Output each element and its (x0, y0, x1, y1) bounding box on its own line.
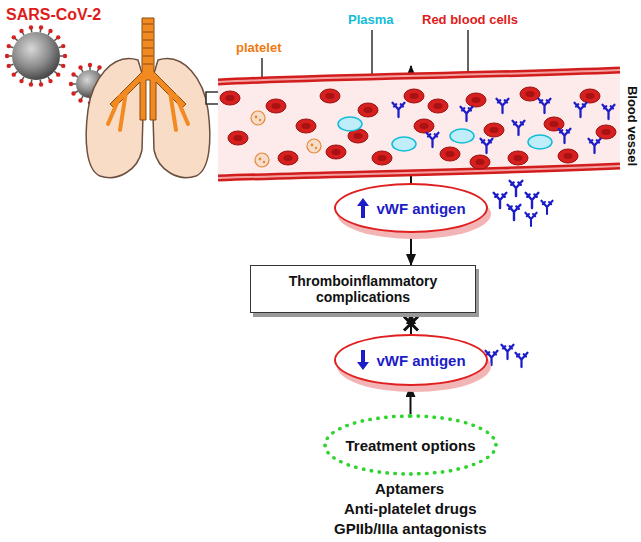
virus-spike-tip (29, 25, 33, 29)
vwf-ellipse: vWF antigen (334, 183, 488, 233)
node-text: vWF antigen (376, 200, 465, 217)
node-text: vWF antigen (376, 352, 465, 369)
virus-spike-tip (71, 72, 75, 76)
virus-spike-tip (63, 54, 67, 58)
direction-arrow (356, 197, 370, 219)
virus-spike-tip (88, 63, 92, 67)
part-label: Red blood cells (422, 12, 518, 27)
vessel-label: Blood vessel (625, 86, 640, 166)
virus-spike-tip (5, 54, 9, 58)
virus-spike-tip (7, 64, 11, 68)
virus-spike-tip (29, 82, 33, 86)
treatment-item: GPIIb/IIIa antagonists (334, 520, 487, 537)
virus-spike-tip (61, 64, 65, 68)
virus-spike-tip (56, 72, 60, 76)
treatment-ellipse: Treatment options (323, 414, 498, 476)
virus-spike-tip (97, 65, 101, 69)
virus-spike-tip (12, 72, 16, 76)
virus-spike-tip (48, 29, 52, 33)
treatment-item: Anti-platelet drugs (344, 500, 477, 517)
part-label: platelet (236, 40, 282, 55)
antibody-cluster (486, 345, 528, 367)
virus-spike-tip (56, 35, 60, 39)
node-text: Thromboinflammatory complications (262, 273, 464, 305)
virus-spike-tip (48, 79, 52, 83)
virus-spike-tip (19, 79, 23, 83)
virus-spike-tip (78, 65, 82, 69)
connector-arrow (410, 233, 412, 265)
direction-arrow (356, 349, 370, 371)
virus-spike-tip (7, 44, 11, 48)
virus-spike-tip (61, 44, 65, 48)
part-label: Plasma (348, 12, 394, 27)
virus-spike-tip (39, 25, 43, 29)
node-text: Treatment options (345, 437, 475, 454)
block-mark (404, 317, 418, 331)
virus-spike-tip (19, 29, 23, 33)
virus-spike-tip (71, 91, 75, 95)
virus (12, 32, 60, 80)
blood-vessel: Blood vessel (218, 66, 641, 186)
virus-spike-tip (12, 35, 16, 39)
vessel-tube (218, 66, 641, 186)
virus-spike-tip (39, 82, 43, 86)
complication-box: Thromboinflammatory complications (250, 265, 476, 313)
virus-label: SARS-CoV-2 (6, 6, 101, 24)
connector-arrow (410, 386, 412, 414)
virus-spike-tip (78, 98, 82, 102)
virus-spike-tip (69, 82, 73, 86)
lungs (86, 18, 210, 178)
treatment-item: Aptamers (375, 480, 444, 497)
vwf-ellipse: vWF antigen (334, 334, 488, 386)
antibody-cluster (494, 181, 553, 226)
